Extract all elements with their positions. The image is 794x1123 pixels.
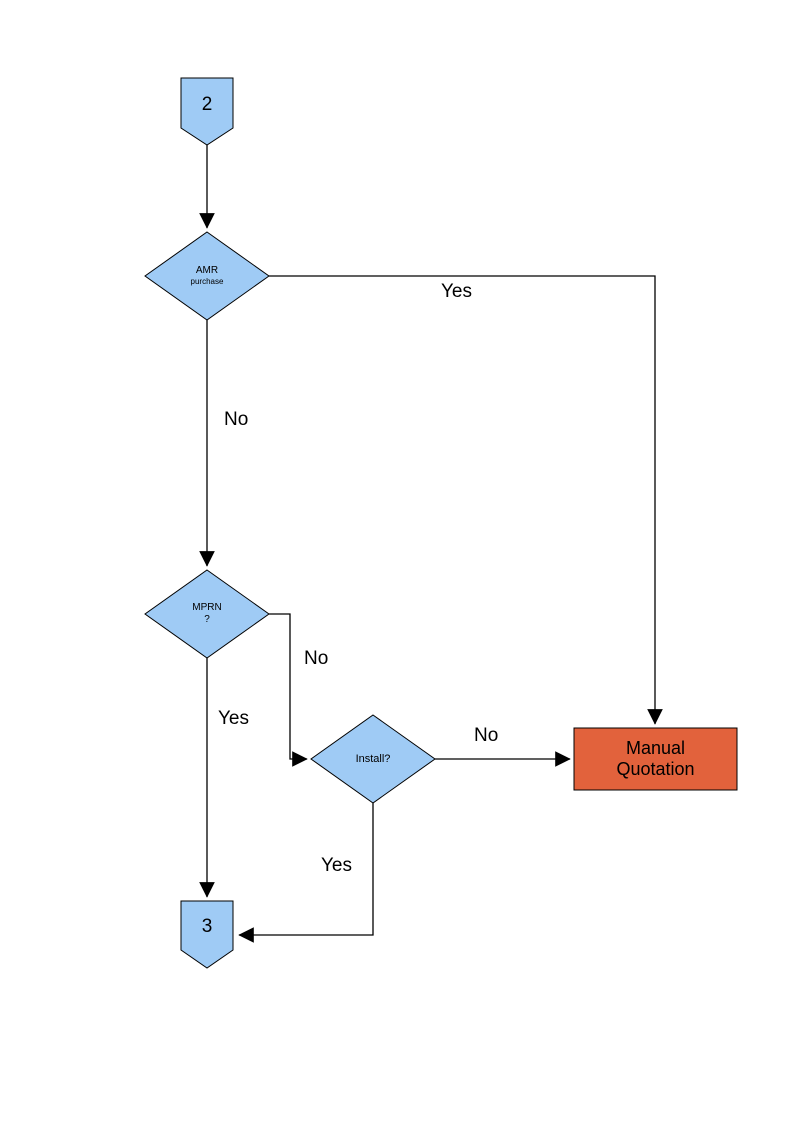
edge-label-mprn-yes: Yes xyxy=(218,708,249,729)
manual-quotation-label: Manual Quotation xyxy=(616,738,695,779)
amr-decision-label: AMR purchase xyxy=(145,255,269,297)
connector-3-shape xyxy=(180,900,234,969)
edge-label-amr-no: No xyxy=(224,409,249,430)
mprn-decision-label: MPRN ? xyxy=(145,593,269,635)
install-decision-label: Install? xyxy=(355,753,391,765)
amr-decision-label-line1: AMR xyxy=(195,265,219,276)
connector-2-label: 2 xyxy=(201,94,213,115)
edge-label-amr-yes: Yes xyxy=(441,281,472,302)
edge-label-install-no: No xyxy=(474,725,499,746)
install-decision-shape xyxy=(310,714,436,804)
amr-decision-label-line2: purchase xyxy=(190,277,224,286)
connector-2-shape xyxy=(180,77,234,146)
edge-label-mprn-no: No xyxy=(304,648,329,669)
edge-mprn-no-to-install xyxy=(269,613,308,767)
manual-quotation-label-box: Manual Quotation xyxy=(574,728,737,790)
edge-install-yes-to-connector3 xyxy=(238,803,374,943)
amr-decision-shape xyxy=(144,231,270,321)
edge-amr-yes-to-manual-quotation xyxy=(269,275,663,725)
edge-label-install-yes: Yes xyxy=(321,855,352,876)
mprn-decision-label-line2: ? xyxy=(204,614,210,625)
mprn-decision-label-line1: MPRN xyxy=(192,602,222,613)
manual-quotation-shape xyxy=(573,727,738,791)
connector-3-label: 3 xyxy=(201,916,213,937)
mprn-decision-shape xyxy=(144,569,270,659)
